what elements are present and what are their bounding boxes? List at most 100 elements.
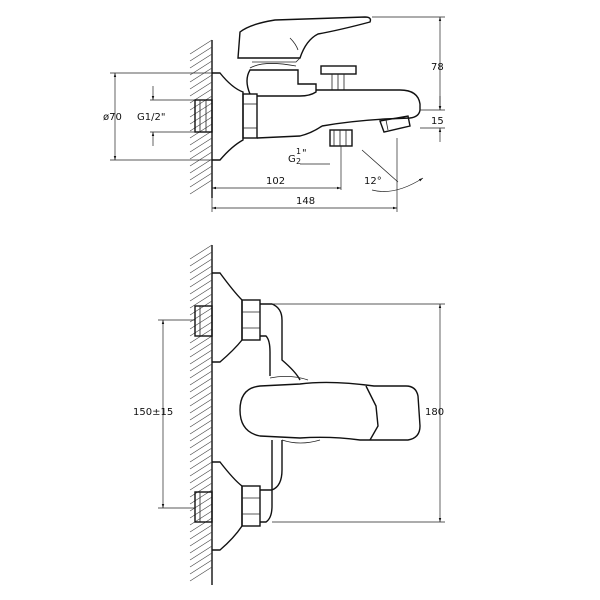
wall-hatch-line <box>189 102 213 118</box>
dim-spout-15-label: 15 <box>431 116 444 127</box>
side-view: ø70 G1/2" 78 15 G 1 <box>103 16 445 212</box>
dim-outlet-thread: G 1 2 " <box>288 146 342 190</box>
front-view: 150±15 180 <box>133 244 445 585</box>
wall-hatch-line <box>189 405 213 421</box>
wall-hatch-line <box>189 377 213 393</box>
lever-handle-side <box>237 16 372 59</box>
wall-hatch-line <box>189 440 213 456</box>
wall-hatch-line <box>189 67 213 83</box>
wall-hatch-line <box>189 293 213 309</box>
wall-hatch-line <box>189 482 213 498</box>
dim-outlet-thread-den: 2 <box>296 157 301 166</box>
diverter-knob-side <box>320 65 357 75</box>
shower-outlet-thread <box>329 129 353 147</box>
wall-hatch-line <box>189 39 213 55</box>
wall-hatch-line <box>189 342 213 358</box>
dim-width-180: 180 <box>272 303 445 523</box>
mixer-body-side <box>246 69 317 97</box>
dim-diameter: ø70 <box>103 72 212 161</box>
wall-hatch-line <box>189 510 213 526</box>
wall-hatch-line <box>189 517 213 533</box>
wall-hatch-line <box>189 559 213 575</box>
dim-inlet-thread-label: G1/2" <box>137 112 165 123</box>
wall-hatch-line <box>189 461 213 477</box>
dim-outlet-thread-prefix: G <box>288 154 296 165</box>
wall-hatch-line <box>189 81 213 97</box>
lever-handle-front <box>239 381 421 441</box>
wall-hatch-line <box>189 335 213 351</box>
escutcheon-upper <box>212 272 243 363</box>
wall-hatch-line <box>189 454 213 470</box>
dim-outlet-thread-num: 1 <box>296 147 301 156</box>
wall-hatch-line <box>189 349 213 365</box>
wall-hatch-line <box>189 370 213 386</box>
wall-hatch-line <box>189 286 213 302</box>
wall-hatch-line <box>189 412 213 428</box>
wall-hatch-line <box>189 265 213 281</box>
wall-hatch-line <box>189 172 213 188</box>
wall-hatch-line <box>189 74 213 90</box>
wall-hatch-line <box>189 151 213 167</box>
wall-hatch-line <box>189 179 213 195</box>
dim-centers: 150±15 <box>133 319 195 509</box>
nut-lower <box>241 485 261 527</box>
wall-hatch-line <box>189 398 213 414</box>
wall-hatch-line <box>189 468 213 484</box>
mixer-body-front <box>260 303 301 381</box>
wall-hatch-line <box>189 251 213 267</box>
wall-hatch-line <box>189 88 213 104</box>
wall-hatch-line <box>189 363 213 379</box>
dim-148: 148 <box>211 138 398 212</box>
wall-hatch-line <box>189 503 213 519</box>
wall-hatch-line <box>189 552 213 568</box>
wall-hatch-line <box>189 300 213 316</box>
dim-spout-15: 15 <box>420 96 445 142</box>
wall-hatch-line <box>189 116 213 132</box>
wall-hatch-line <box>189 130 213 146</box>
wall-hatch-line <box>189 258 213 274</box>
wall-hatch-line <box>189 384 213 400</box>
wall-hatch-line <box>189 475 213 491</box>
wall-hatch-line <box>189 524 213 540</box>
wall-hatch-line <box>189 496 213 512</box>
wall-hatch-line <box>189 538 213 554</box>
dim-width-180-label: 180 <box>425 407 444 418</box>
wall-hatch-line <box>189 109 213 125</box>
dim-centers-label: 150±15 <box>133 407 173 418</box>
wall-hatch-line <box>189 321 213 337</box>
dim-102: 102 <box>212 176 341 190</box>
wall-hatch-line <box>189 95 213 111</box>
dim-height-78: 78 <box>372 16 445 111</box>
escutcheon-side <box>212 72 244 161</box>
wall-hatch-line <box>189 419 213 435</box>
wall-hatch-line <box>189 46 213 62</box>
escutcheon-lower <box>212 461 243 551</box>
wall-hatch-line <box>189 53 213 69</box>
wall-hatch-line <box>189 356 213 372</box>
aerator-side <box>379 115 411 133</box>
spout-side <box>316 89 421 127</box>
dim-inlet-thread: G1/2" <box>137 86 195 146</box>
dim-outlet-thread-suffix: " <box>302 148 307 159</box>
wall-hatch-line <box>189 272 213 288</box>
wall-hatch-line <box>189 426 213 442</box>
wall-hatch-front <box>189 244 213 585</box>
wall-hatch-line <box>189 314 213 330</box>
wall-hatch-line <box>189 545 213 561</box>
wall-hatch-line <box>189 566 213 582</box>
wall-hatch-line <box>189 391 213 407</box>
wall-hatch-line <box>189 447 213 463</box>
wall-hatch-line <box>189 244 213 260</box>
nut-upper <box>241 299 261 341</box>
wall-hatch-line <box>189 165 213 181</box>
wall-hatch-line <box>189 433 213 449</box>
dim-angle-label: 12° <box>364 176 382 187</box>
wall-hatch-line <box>189 144 213 160</box>
inlet-thread-side <box>194 99 213 133</box>
eccentric-nut-side <box>242 93 258 139</box>
wall-hatch-line <box>189 531 213 547</box>
wall-hatch-top <box>189 39 213 198</box>
wall-hatch-line <box>189 158 213 174</box>
wall-hatch-line <box>189 279 213 295</box>
